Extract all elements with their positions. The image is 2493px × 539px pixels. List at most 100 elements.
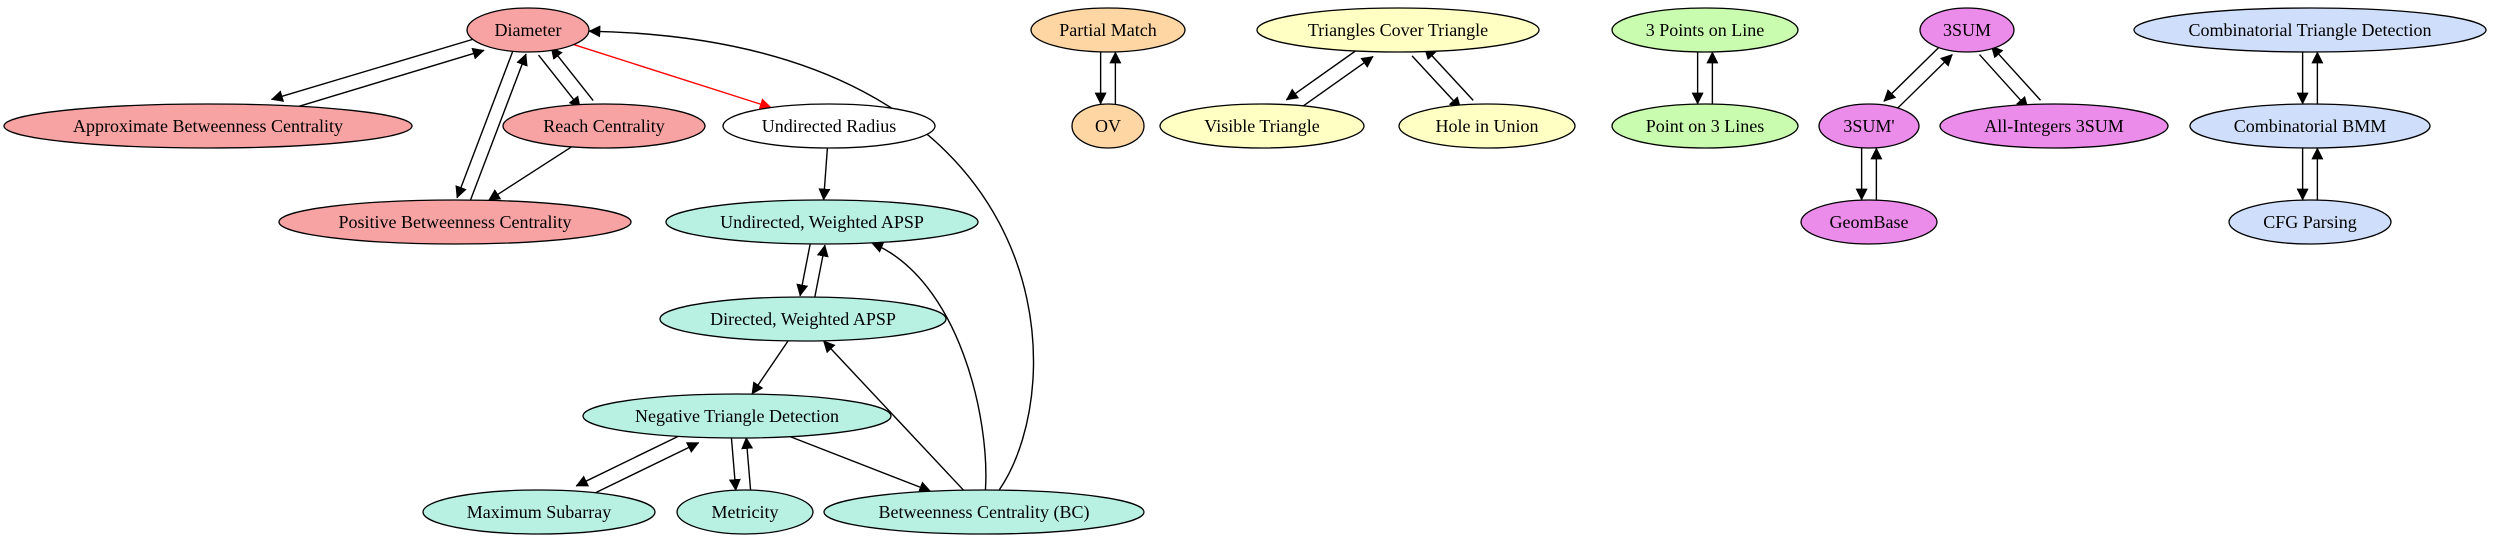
node-threesum-p: 3SUM': [1818, 103, 1920, 149]
node-ellipse: [1611, 103, 1799, 149]
node-label: Positive Betweenness Centrality: [339, 212, 572, 232]
node-three-points: 3 Points on Line: [1611, 7, 1799, 53]
edge-hole_union-to-tri_cover: [1423, 47, 1474, 101]
edge-max_subarray-to-neg_tri: [586, 441, 700, 498]
node-ellipse: [278, 199, 632, 245]
node-ellipse: [1800, 199, 1938, 245]
edge-metricity-to-neg_tri: [741, 436, 754, 490]
edge-diameter-to-reach: [537, 54, 581, 109]
edge-approx_bc-to-diameter: [282, 47, 485, 112]
node-label: Hole in Union: [1436, 116, 1539, 136]
node-label: Betweenness Centrality (BC): [879, 502, 1090, 523]
edge-tri_cover-to-visible_tri: [1285, 45, 1363, 101]
node-ellipse: [722, 103, 936, 149]
node-point-three: Point on 3 Lines: [1611, 103, 1799, 149]
node-label: Metricity: [712, 502, 779, 522]
node-geombase: GeomBase: [1800, 199, 1938, 245]
edge-neg_tri-to-metricity: [728, 438, 741, 492]
edge-uw_apsp-to-dw_apsp: [796, 242, 812, 297]
edge-diameter-to-positive_bc: [455, 49, 515, 199]
edge-bc-to-dw_apsp: [822, 340, 965, 491]
node-visible-tri: Visible Triangle: [1159, 103, 1365, 149]
edge-positive_bc-to-diameter: [469, 53, 528, 203]
node-label: Approximate Betweenness Centrality: [73, 116, 343, 136]
node-label: CFG Parsing: [2263, 212, 2357, 232]
node-ellipse: [422, 489, 656, 535]
node-label: Partial Match: [1059, 20, 1156, 40]
edge-diameter-to-undirected_radius: [573, 43, 772, 110]
node-ellipse: [2228, 199, 2392, 245]
node-ellipse: [466, 7, 590, 53]
node-neg-tri: Negative Triangle Detection: [582, 393, 892, 439]
node-label: Reach Centrality: [543, 116, 664, 136]
node-label: GeomBase: [1830, 212, 1909, 232]
node-dw-apsp: Directed, Weighted APSP: [659, 296, 947, 342]
node-all-int: All-Integers 3SUM: [1939, 103, 2169, 149]
node-label: Combinatorial Triangle Detection: [2189, 20, 2432, 40]
node-label: Point on 3 Lines: [1646, 116, 1765, 136]
node-threesum: 3SUM: [1919, 7, 2015, 53]
edge-threesum-to-threesum_p: [1883, 44, 1942, 102]
node-label: Undirected Radius: [762, 116, 896, 136]
edge-dw_apsp-to-neg_tri: [751, 340, 789, 395]
edge-threesum_p-to-threesum: [1894, 53, 1953, 112]
node-tri-cover: Triangles Cover Triangle: [1256, 7, 1540, 53]
edge-tri_cover-to-hole_union: [1411, 55, 1462, 110]
node-label: Diameter: [495, 20, 562, 40]
node-ellipse: [1256, 7, 1540, 53]
edge-dw_apsp-to-uw_apsp: [813, 244, 829, 299]
node-comb-bmm: Combinatorial BMM: [2189, 103, 2431, 149]
node-label: OV: [1095, 116, 1121, 136]
node-label: 3SUM': [1843, 116, 1894, 136]
node-diameter: Diameter: [466, 7, 590, 53]
edge-neg_tri-to-max_subarray: [575, 430, 689, 487]
node-ellipse: [1030, 7, 1186, 53]
node-undirected-radius: Undirected Radius: [722, 103, 936, 149]
node-label: Maximum Subarray: [467, 502, 611, 522]
node-label: Visible Triangle: [1204, 116, 1319, 136]
node-ellipse: [823, 489, 1145, 535]
node-cfg: CFG Parsing: [2228, 199, 2392, 245]
node-metricity: Metricity: [676, 489, 814, 535]
node-ellipse: [1919, 7, 2015, 53]
node-ov: OV: [1071, 103, 1145, 149]
node-ellipse: [659, 296, 947, 342]
node-reach: Reach Centrality: [502, 103, 706, 149]
node-label: Undirected, Weighted APSP: [720, 212, 924, 232]
edge-undirected_radius-to-uw_apsp: [818, 147, 831, 201]
node-label: 3 Points on Line: [1646, 20, 1765, 40]
node-label: 3SUM: [1943, 20, 1991, 40]
node-comb-tri: Combinatorial Triangle Detection: [2133, 7, 2487, 53]
edge-diameter-to-approx_bc: [270, 37, 479, 102]
edge-bc-to-diameter: [588, 25, 1035, 491]
node-label: Triangles Cover Triangle: [1308, 20, 1488, 40]
node-ellipse: [1398, 103, 1576, 149]
node-partial-match: Partial Match: [1030, 7, 1186, 53]
node-ellipse: [665, 199, 979, 245]
edge-bc-to-uw_apsp: [871, 241, 987, 491]
node-ellipse: [676, 489, 814, 535]
node-max-subarray: Maximum Subarray: [422, 489, 656, 535]
edge-threesum-to-all_int: [1978, 54, 2029, 109]
edge-visible_tri-to-tri_cover: [1297, 55, 1374, 111]
edge-neg_tri-to-bc: [789, 435, 932, 493]
node-label: All-Integers 3SUM: [1984, 116, 2123, 136]
node-label: Directed, Weighted APSP: [710, 309, 896, 329]
edges-layer: [270, 25, 2324, 498]
edge-all_int-to-threesum: [1990, 45, 2042, 101]
node-ellipse: [2133, 7, 2487, 53]
node-ellipse: [1071, 103, 1145, 149]
node-ellipse: [582, 393, 892, 439]
node-ellipse: [1939, 103, 2169, 149]
edge-reach-to-diameter: [550, 46, 594, 101]
node-ellipse: [502, 103, 706, 149]
node-ellipse: [1159, 103, 1365, 149]
node-approx-bc: Approximate Betweenness Centrality: [3, 103, 413, 149]
node-positive-bc: Positive Betweenness Centrality: [278, 199, 632, 245]
node-ellipse: [1818, 103, 1920, 149]
node-label: Negative Triangle Detection: [635, 406, 839, 426]
node-ellipse: [1611, 7, 1799, 53]
node-label: Combinatorial BMM: [2234, 116, 2387, 136]
